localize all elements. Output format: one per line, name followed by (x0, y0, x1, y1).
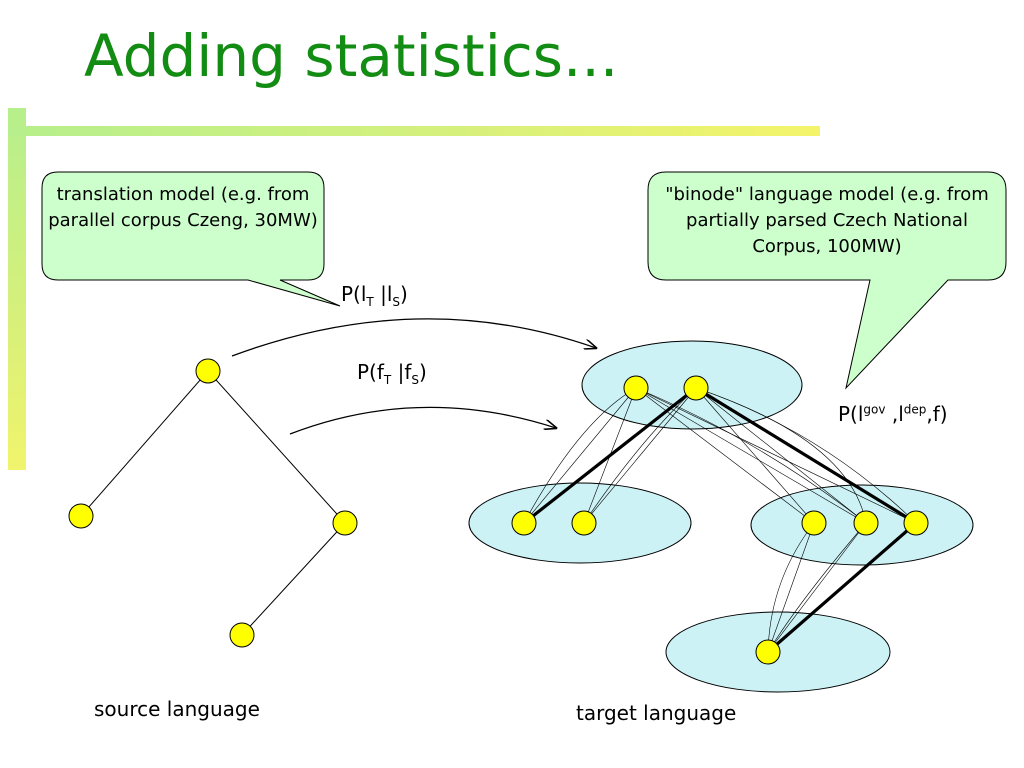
translation-model-callout (41, 171, 341, 307)
binode-model-text: "binode" language model (e.g. from parti… (665, 184, 989, 257)
target-node-top-1 (623, 375, 649, 401)
accent-bar-horizontal (8, 126, 820, 136)
binode-model-callout (647, 171, 1007, 390)
target-node-right-3 (903, 510, 929, 536)
target-language-label: target language (576, 701, 737, 725)
target-node-top-2 (683, 375, 709, 401)
source-nodes (68, 358, 358, 648)
slide-title: Adding statistics... (84, 22, 619, 90)
binode-probability: P(lgov ,ldep,f) (838, 402, 948, 426)
form-translation-probability: P(fT |fS) (357, 360, 427, 387)
source-node-leaf (229, 622, 255, 648)
source-node-root (195, 358, 221, 384)
lemma-translation-probability: P(lT |lS) (341, 282, 408, 309)
lemma-translation-arrow (231, 318, 596, 357)
target-nodes (511, 375, 929, 665)
source-language-label: source language (94, 697, 260, 721)
accent-bar-vertical (8, 108, 26, 470)
target-node-right-1 (801, 510, 827, 536)
source-node-right (332, 510, 358, 536)
source-tree-edges (80, 370, 346, 636)
target-node-right-2 (853, 510, 879, 536)
target-node-left-2 (571, 510, 597, 536)
form-translation-arrow (289, 406, 556, 435)
selected-edges (523, 386, 918, 654)
translation-model-text: translation model (e.g. from parallel co… (48, 184, 318, 231)
target-node-left-1 (511, 510, 537, 536)
target-node-bottom (755, 639, 781, 665)
source-node-left (68, 503, 94, 529)
